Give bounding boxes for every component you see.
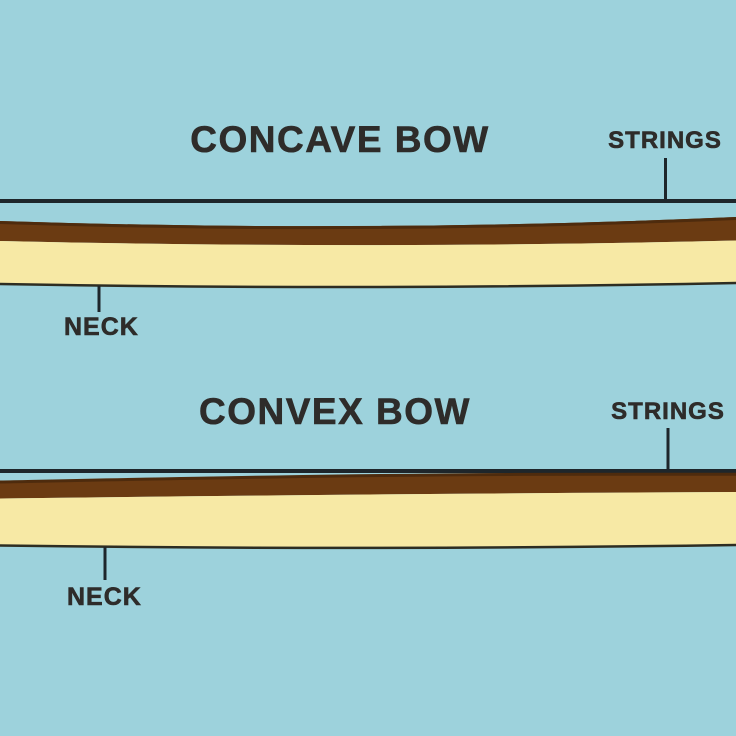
convex-neck-label: NECK <box>67 583 142 612</box>
concave-strings-line <box>0 199 736 203</box>
convex-bow-title: CONVEX BOW <box>199 391 471 433</box>
convex-neck-shape <box>0 492 736 548</box>
convex-strings-label: STRINGS <box>611 398 725 426</box>
concave-neck-bottom-outline <box>0 281 736 289</box>
convex-fretboard-top-edge <box>0 472 736 484</box>
concave-neck-shape <box>0 240 736 288</box>
concave-fretboard-top-edge <box>0 217 736 230</box>
concave-bow-title: CONCAVE BOW <box>190 119 490 161</box>
convex-neck-bottom-outline <box>0 543 736 550</box>
concave-neck-label: NECK <box>64 313 139 342</box>
concave-strings-label: STRINGS <box>608 127 722 155</box>
convex-strings-line <box>0 469 736 473</box>
